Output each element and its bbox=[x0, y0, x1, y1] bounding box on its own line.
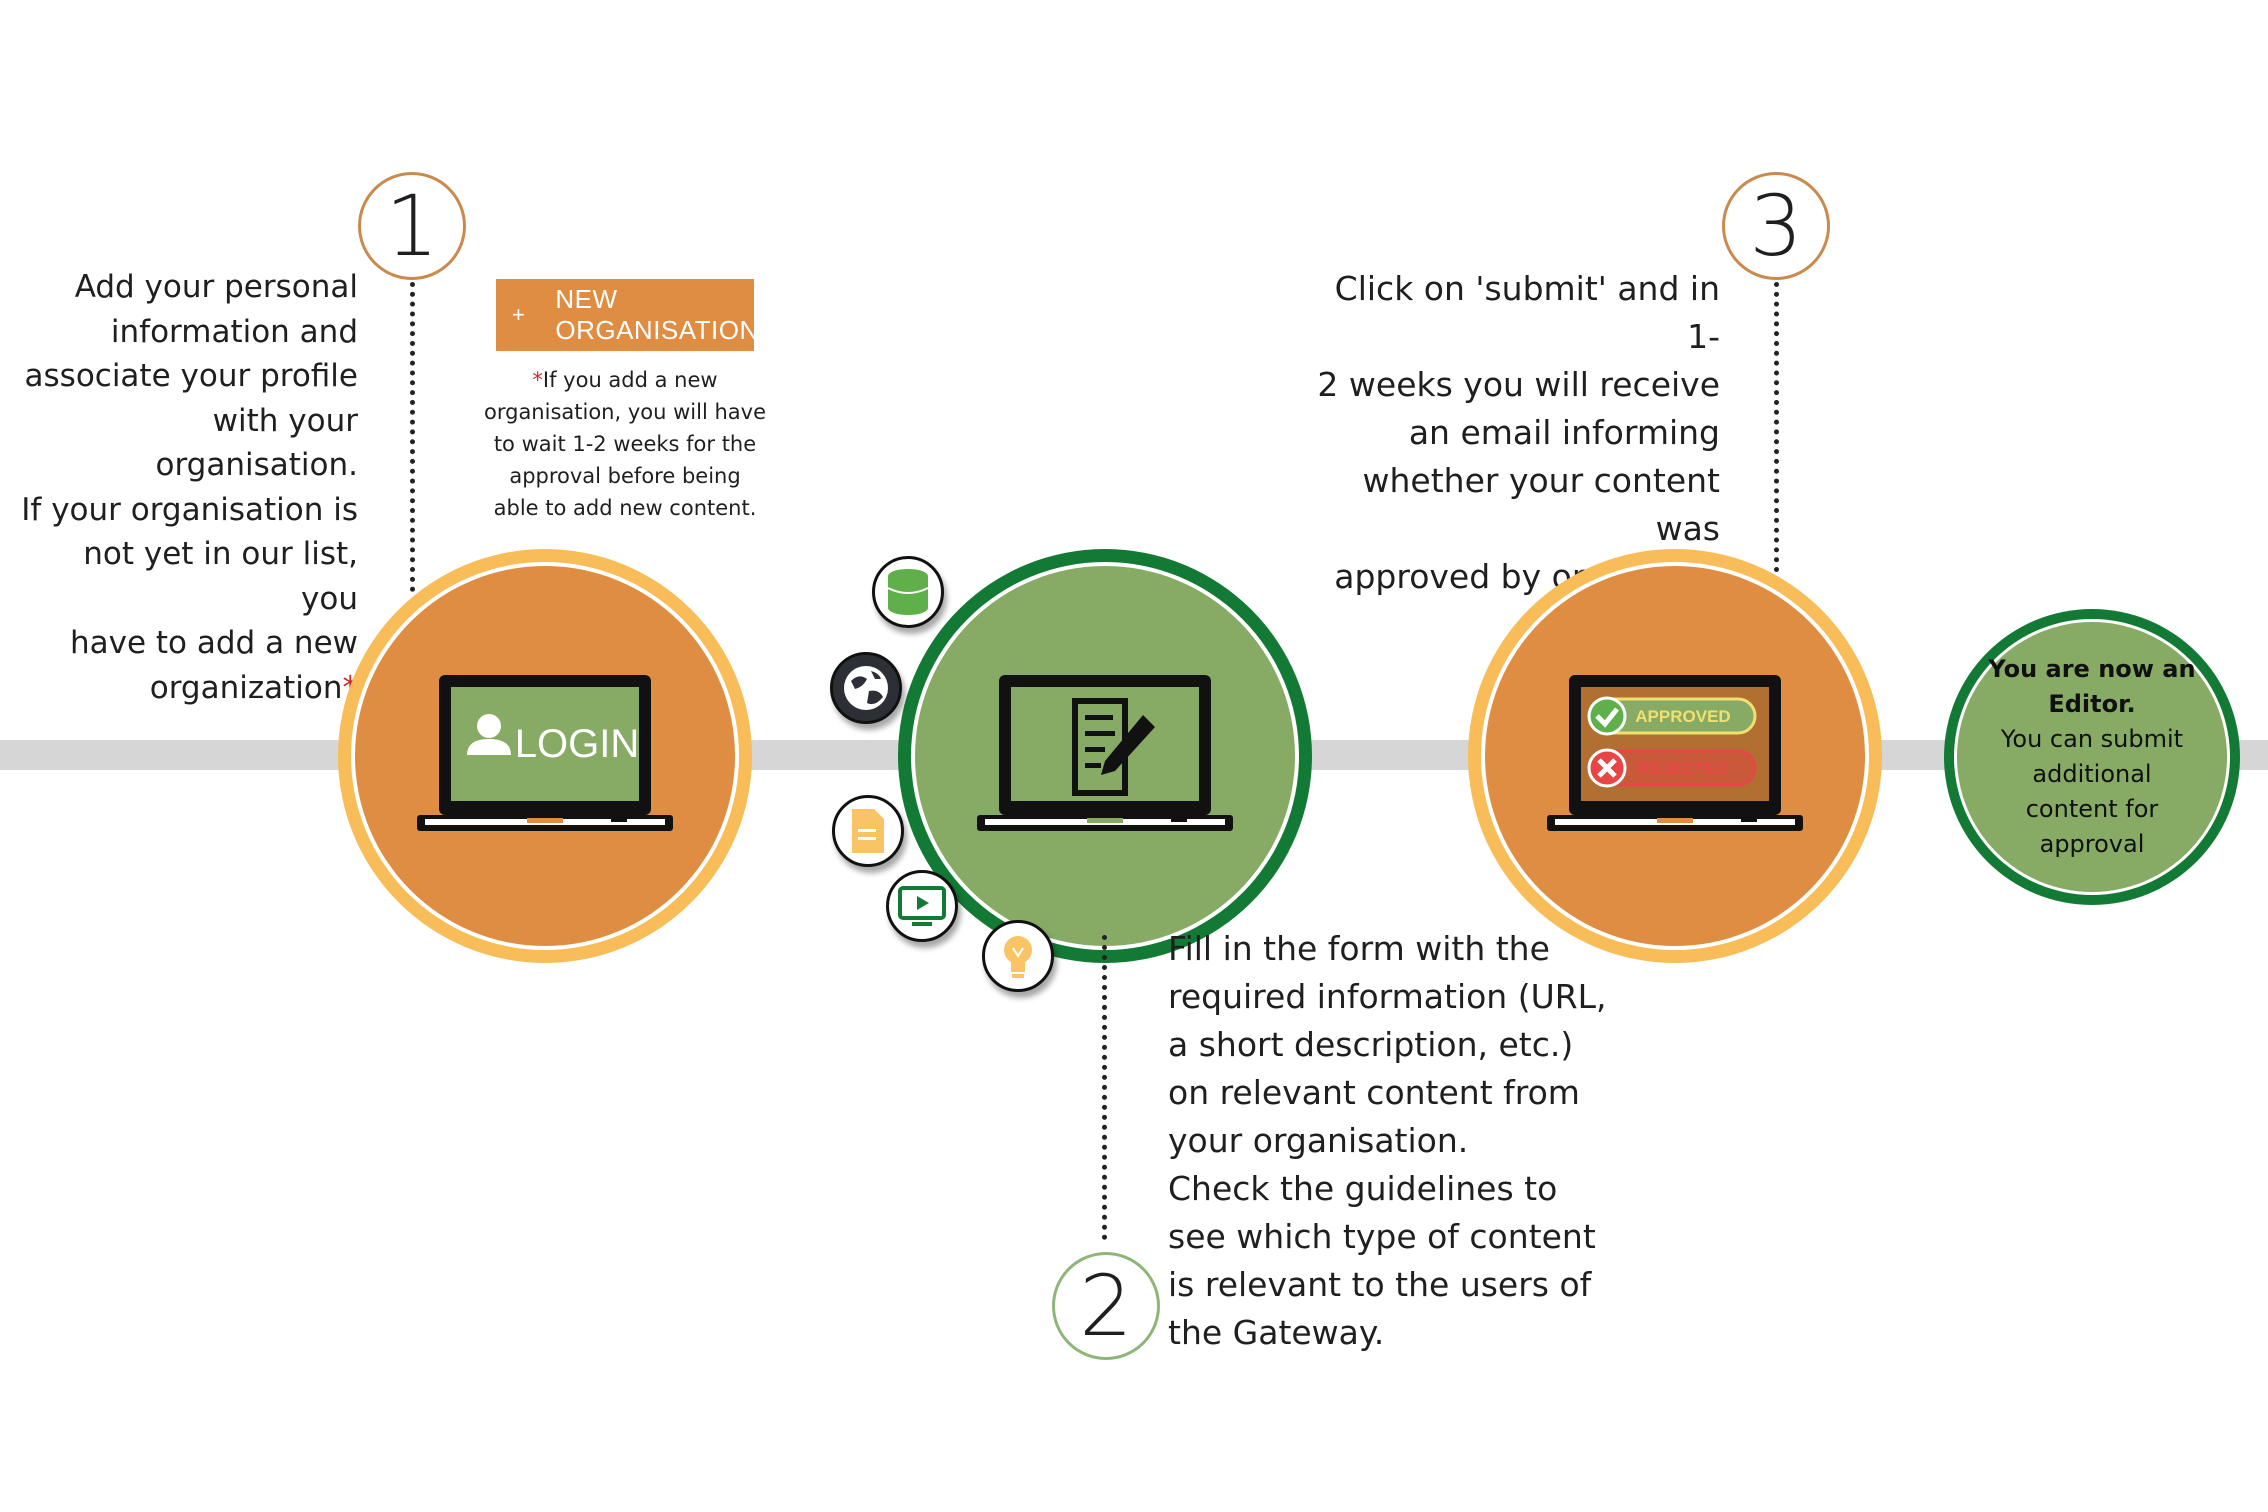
new-organisation-button[interactable]: + NEW ORGANISATION bbox=[496, 279, 758, 351]
approval-step-circle: APPROVED REJECTED bbox=[1485, 566, 1865, 946]
step-2-line: a short description, etc.) bbox=[1168, 1025, 1574, 1064]
required-asterisk: * bbox=[342, 669, 359, 706]
rejected-label: REJECTED bbox=[1638, 759, 1729, 778]
step-1-line: associate your profile bbox=[24, 358, 358, 394]
step-3-line: whether your content was bbox=[1362, 461, 1720, 548]
step-1-description: Add your personal information and associ… bbox=[20, 265, 358, 710]
step-1-line: organization* bbox=[149, 669, 359, 706]
step-2-line: Check the guidelines to bbox=[1168, 1169, 1558, 1208]
step-3-line: an email informing bbox=[1408, 413, 1720, 452]
login-label: LOGIN bbox=[515, 722, 639, 766]
editor-title-line: Editor. bbox=[2048, 690, 2136, 718]
step-1-line: Add your personal bbox=[74, 269, 358, 305]
plus-icon: + bbox=[512, 302, 526, 327]
database-icon bbox=[872, 556, 944, 628]
editor-line: approval bbox=[2039, 830, 2145, 858]
step-2-number: 2 bbox=[1052, 1252, 1160, 1360]
editor-line: content for bbox=[2025, 795, 2159, 823]
laptop-approval-icon: APPROVED REJECTED bbox=[1547, 675, 1803, 831]
document-icon bbox=[832, 795, 904, 867]
step-1-line: with your organisation. bbox=[155, 402, 358, 484]
approved-label: APPROVED bbox=[1635, 707, 1730, 726]
editor-title-line: You are now an bbox=[1988, 655, 2196, 683]
step-2-line: the Gateway. bbox=[1168, 1313, 1385, 1352]
step-3-number: 3 bbox=[1722, 172, 1830, 280]
check-icon bbox=[1595, 707, 1619, 728]
step-1-connector bbox=[410, 282, 415, 592]
step-1-line: If your organisation is bbox=[21, 491, 358, 528]
note-line: approval before being bbox=[509, 464, 741, 488]
step-2-line: Fill in the form with the bbox=[1168, 929, 1550, 968]
lightbulb-icon bbox=[982, 920, 1054, 992]
video-icon bbox=[886, 870, 958, 942]
note-asterisk: * bbox=[532, 368, 543, 392]
step-1-number: 1 bbox=[358, 172, 466, 280]
note-line: able to add new content. bbox=[493, 496, 757, 520]
step-2-line: your organisation. bbox=[1168, 1121, 1469, 1160]
step-1-line: not yet in our list, you bbox=[83, 536, 358, 617]
globe-icon bbox=[830, 652, 902, 724]
new-organisation-note: *If you add a new organisation, you will… bbox=[470, 364, 780, 524]
laptop-login-icon: LOGIN bbox=[417, 675, 673, 831]
step-1-line: have to add a new bbox=[69, 625, 358, 661]
step-2-description: Fill in the form with the required infor… bbox=[1168, 925, 1608, 1357]
new-organisation-label: NEW ORGANISATION bbox=[555, 284, 759, 345]
laptop-form-icon bbox=[977, 675, 1233, 831]
editor-circle: You are now an Editor. You can submit ad… bbox=[1957, 622, 2227, 892]
step-2-line: see which type of content bbox=[1168, 1217, 1596, 1256]
form-step-circle bbox=[915, 566, 1295, 946]
step-3-line: 2 weeks you will receive bbox=[1317, 365, 1720, 404]
step-3-connector bbox=[1774, 282, 1779, 592]
step-2-line: is relevant to the users of bbox=[1168, 1265, 1592, 1304]
step-1-line: information and bbox=[110, 313, 358, 350]
editor-line: You can submit bbox=[2000, 725, 2184, 753]
step-3-line: Click on 'submit' and in 1- bbox=[1334, 269, 1720, 356]
step-2-line: required information (URL, bbox=[1168, 977, 1607, 1016]
note-line: organisation, you will have bbox=[484, 400, 766, 424]
editor-line: additional bbox=[2032, 760, 2152, 788]
step-2-line: on relevant content from bbox=[1168, 1073, 1580, 1112]
step-2-connector bbox=[1102, 935, 1107, 1240]
login-step-circle: LOGIN bbox=[355, 566, 735, 946]
cross-icon bbox=[1597, 758, 1617, 778]
note-line: to wait 1-2 weeks for the bbox=[493, 432, 757, 456]
